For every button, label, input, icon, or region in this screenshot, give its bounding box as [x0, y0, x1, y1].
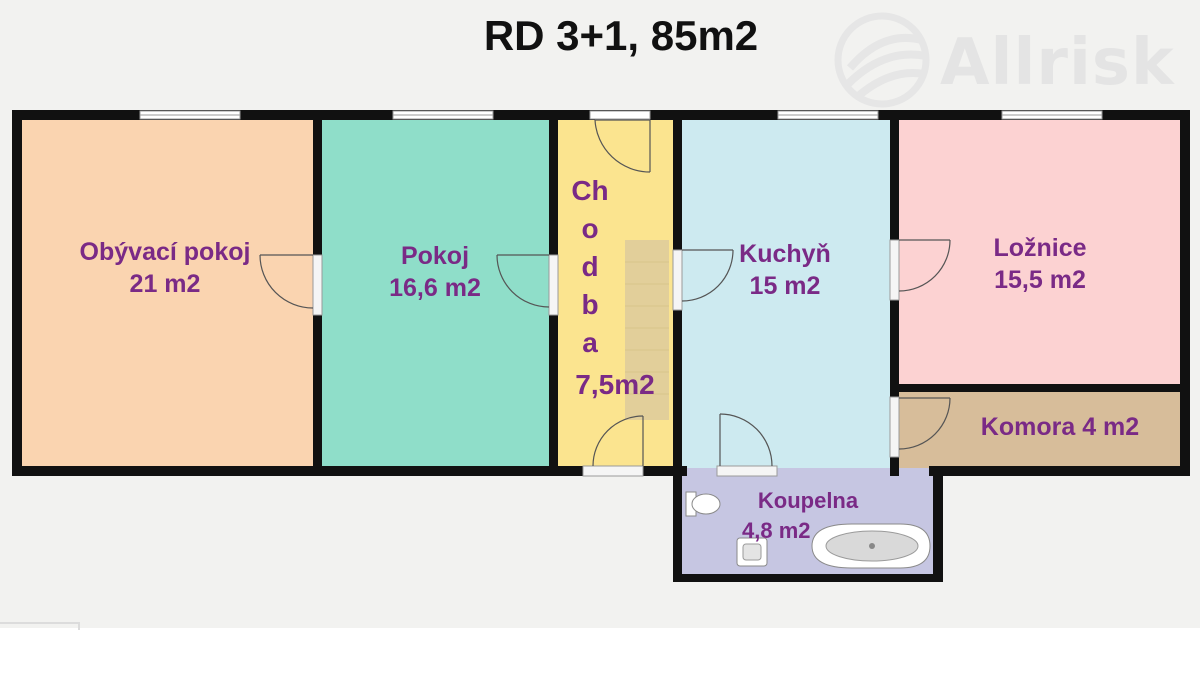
room-area: 7,5m2 — [575, 369, 655, 400]
wall-koupelna-left — [673, 466, 682, 580]
bathtub-icon — [811, 523, 931, 569]
room-area: 16,6 m2 — [389, 274, 481, 302]
chodba-letter: a — [582, 327, 598, 358]
door-opening-kuchyn — [672, 249, 683, 311]
plan-title: RD 3+1, 85m2 — [483, 12, 759, 59]
wall-right — [1180, 110, 1190, 476]
room-label-kuchyn: Kuchyň 15 m2 — [700, 238, 870, 302]
room-fill-obyvaci — [20, 118, 317, 468]
chodba-letter: b — [581, 289, 599, 320]
room-name: Ložnice — [993, 234, 1087, 262]
door-opening-obyvaci — [312, 254, 323, 316]
room-name: Komora 4 m2 — [980, 413, 1140, 441]
room-fill-loznice — [894, 118, 1182, 388]
wall-loznice-komora — [894, 384, 1190, 392]
chodba-letter: o — [581, 213, 599, 244]
window-chodba — [589, 110, 651, 120]
room-label-chodba: Ch o d b a 7,5m2 — [560, 172, 654, 412]
room-label-koupelna: Koupelna 4,8 m2 — [728, 486, 888, 546]
room-name: Koupelna — [757, 488, 859, 513]
door-opening-entrance — [582, 465, 644, 477]
allrisk-logo-text: Allrisk — [940, 26, 1175, 100]
sink-icon — [736, 537, 768, 567]
corner-mark — [0, 622, 80, 630]
room-label-obyvaci-pokoj: Obývací pokoj 21 m2 — [40, 236, 290, 300]
bottom-band — [0, 628, 1200, 692]
room-fill-komora — [894, 388, 1182, 468]
room-area: 4,8 m2 — [742, 518, 811, 543]
room-name: Obývací pokoj — [79, 238, 251, 266]
wall-left — [12, 110, 22, 476]
door-opening-koupelna — [716, 465, 778, 477]
door-opening-pokoj — [548, 254, 559, 316]
door-opening-komora — [889, 396, 900, 458]
room-area: 15 m2 — [749, 272, 821, 300]
wall-koupelna-right — [933, 466, 943, 582]
wall-bottom-right — [929, 466, 1190, 476]
wall-koupelna-bottom — [673, 574, 943, 582]
room-label-loznice: Ložnice 15,5 m2 — [960, 232, 1120, 296]
room-area: 15,5 m2 — [994, 266, 1086, 294]
room-name: Kuchyň — [739, 240, 831, 268]
room-label-komora: Komora 4 m2 — [955, 411, 1165, 443]
chodba-letter: Ch — [571, 175, 609, 206]
door-opening-loznice — [889, 239, 900, 301]
room-name: Pokoj — [400, 242, 470, 270]
allrisk-logo — [834, 12, 930, 108]
room-label-pokoj: Pokoj 16,6 m2 — [322, 240, 548, 304]
wall-bottom-left — [12, 466, 687, 476]
room-area: 21 m2 — [129, 270, 201, 298]
room-fill-kuchyn — [677, 118, 894, 468]
stairs — [625, 240, 669, 420]
toilet-icon — [685, 491, 721, 517]
chodba-letter: d — [581, 251, 599, 282]
